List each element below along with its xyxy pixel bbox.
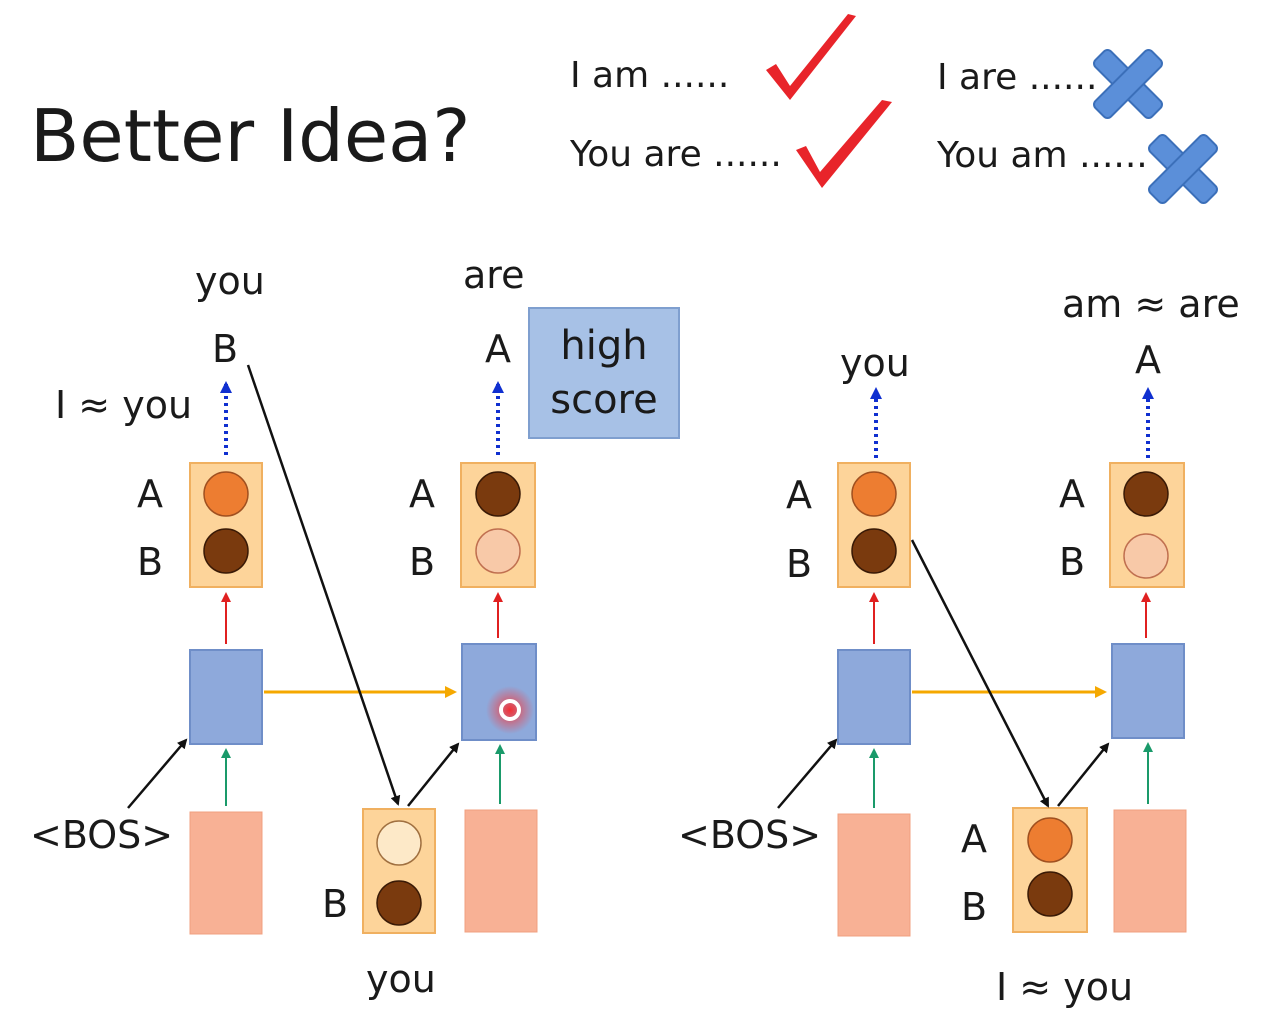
output-symbol-2: A: [485, 327, 511, 371]
output-word-2: are: [463, 253, 525, 297]
dist-label-b: B: [137, 540, 164, 584]
high-score-box: high score: [528, 307, 680, 439]
prob-dot-a: [1123, 471, 1169, 517]
embedding-box: [464, 809, 538, 933]
output-word-1: you: [840, 341, 910, 385]
input-dist-label-a: A: [961, 817, 987, 861]
prob-dot-a: [1027, 817, 1073, 863]
dist-label-a: A: [786, 473, 812, 517]
similarity-note: I ≈ you: [996, 965, 1134, 1009]
embedding-box: [837, 813, 911, 937]
pointer-ring: [499, 699, 521, 721]
pointer-glow: [486, 686, 534, 734]
cross-icon: [1148, 134, 1218, 204]
prob-dot-b: [475, 528, 521, 574]
dist-label-a: A: [137, 472, 163, 516]
output-word-2: am ≈ are: [1062, 282, 1240, 326]
embedding-box: [189, 811, 263, 935]
input-word: you: [366, 957, 436, 1001]
dist-label-a: A: [1059, 472, 1085, 516]
feedback-arrow: [246, 364, 401, 806]
example-correct-2: You are ......: [570, 134, 782, 175]
feedback-arrow: [910, 539, 1050, 808]
output-word-1: you: [195, 259, 265, 303]
hidden-state-box: [189, 649, 263, 745]
bos-arrow: [777, 738, 838, 809]
prob-dot-a: [203, 471, 249, 517]
similarity-note: I ≈ you: [55, 383, 193, 427]
check-icon: [766, 14, 856, 100]
score-line-1: high: [560, 323, 648, 369]
prob-dot-b: [203, 528, 249, 574]
bos-token: <BOS>: [678, 813, 822, 857]
example-wrong-1: I are ......: [937, 57, 1098, 98]
example-correct-1: I am ......: [570, 55, 730, 96]
dist-label-b: B: [409, 540, 436, 584]
prob-dot-b: [376, 880, 422, 926]
output-symbol-1: B: [212, 327, 239, 371]
hidden-state-box: [837, 649, 911, 745]
cross-icon: [1093, 49, 1163, 119]
prob-dot-b: [851, 528, 897, 574]
prob-dot-a: [851, 471, 897, 517]
prob-dot-b: [1123, 533, 1169, 579]
input-arrow: [1057, 742, 1110, 807]
input-dist-label-b: B: [961, 885, 988, 929]
input-arrow: [407, 742, 460, 807]
example-wrong-2: You am ......: [937, 135, 1148, 176]
page-title: Better Idea?: [30, 94, 471, 178]
prob-dot-a: [376, 820, 422, 866]
hidden-state-box: [1111, 643, 1185, 739]
dist-label-a: A: [409, 472, 435, 516]
dist-label-b: B: [1059, 540, 1086, 584]
bos-arrow: [127, 738, 188, 809]
embedding-box: [1113, 809, 1187, 933]
input-dist-label-b: B: [322, 882, 349, 926]
bos-token: <BOS>: [30, 813, 174, 857]
check-icon: [796, 100, 892, 188]
dist-label-b: B: [786, 542, 813, 586]
prob-dot-a: [475, 471, 521, 517]
output-symbol-2: A: [1135, 338, 1161, 382]
prob-dot-b: [1027, 871, 1073, 917]
score-line-2: score: [550, 377, 658, 423]
